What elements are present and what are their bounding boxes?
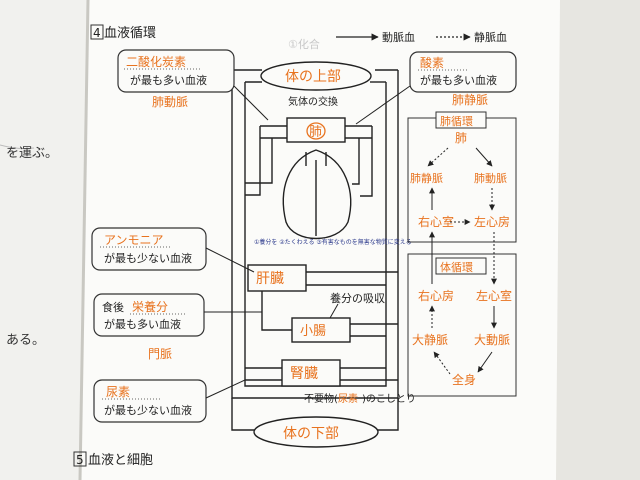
ammonia-pointer bbox=[205, 247, 255, 273]
flow-aorta: 大動脈 bbox=[474, 333, 510, 347]
note-waste-prefix: 不要物( bbox=[304, 392, 338, 405]
urea-answer: 尿素 bbox=[106, 385, 130, 399]
label-liver: 肝臓 bbox=[256, 271, 284, 287]
note-waste-word: 尿素 bbox=[338, 392, 358, 405]
flow-right-ventricle: 右心室 bbox=[418, 214, 454, 229]
note-liver-functions: ①養分を ②たくわえる ③有害なものを無害な物質に変える bbox=[254, 238, 412, 246]
flow-left-ventricle: 左心室 bbox=[476, 288, 512, 303]
co2-vessel: 肺動脈 bbox=[152, 95, 188, 109]
pulmonary-circuit-tag bbox=[435, 111, 487, 129]
co2-pointer bbox=[233, 85, 269, 121]
flow-pulmonary-circuit: 肺循環 bbox=[440, 115, 473, 128]
flow-systemic-circuit: 体循環 bbox=[440, 260, 473, 274]
label-lung: 肺 bbox=[309, 125, 322, 140]
legend-artery-label: 動脈血 bbox=[382, 30, 415, 44]
flow-whole-body: 全身 bbox=[452, 372, 476, 387]
o2-answer: 酸素 bbox=[420, 55, 444, 70]
o2-vessel: 肺静脈 bbox=[452, 93, 488, 107]
callout-ammonia: アンモニア が最も少ない血液 bbox=[91, 227, 207, 271]
o2-pointer bbox=[355, 85, 411, 125]
page-gutter bbox=[78, 0, 90, 480]
label-kidney: 腎臓 bbox=[290, 366, 318, 382]
left-page-fragment-2: ある。 bbox=[6, 333, 45, 348]
legend-vein-label: 静脈血 bbox=[474, 30, 507, 44]
flow-right-atrium: 右心房 bbox=[418, 288, 454, 303]
label-upper-body: 体の上部 bbox=[285, 69, 341, 85]
left-page-fragment-1: を運ぶ。 bbox=[6, 146, 58, 161]
section-5-number-box bbox=[73, 451, 87, 467]
faint-header: ①化合 bbox=[288, 37, 320, 51]
note-gas-exchange: 気体の交換 bbox=[288, 95, 338, 108]
o2-text: が最も多い血液 bbox=[420, 73, 497, 87]
flow-lung: 肺 bbox=[455, 131, 467, 145]
flow-pulmonary-vein: 肺静脈 bbox=[410, 171, 443, 185]
flow-arrows bbox=[427, 147, 497, 375]
nutrient-prefix: 食後 bbox=[102, 300, 124, 314]
ammonia-text: が最も少ない血液 bbox=[104, 251, 192, 265]
absorption-pointer bbox=[329, 303, 339, 319]
label-small-intestine: 小腸 bbox=[300, 324, 326, 339]
lung-circle bbox=[306, 122, 326, 140]
callout-nutrient: 食後 栄養分 が最も多い血液 bbox=[93, 293, 205, 337]
section-4-number-box bbox=[90, 24, 104, 40]
section-4-title: 血液循環 bbox=[104, 26, 156, 41]
flow-left-atrium: 左心房 bbox=[474, 214, 510, 229]
nutrient-answer: 栄養分 bbox=[132, 299, 168, 314]
left-page bbox=[0, 0, 88, 480]
circulation-diagram bbox=[231, 61, 399, 448]
ammonia-answer: アンモニア bbox=[104, 233, 164, 247]
flow-pulmonary-artery: 肺動脈 bbox=[474, 171, 507, 185]
urea-pointer bbox=[205, 379, 246, 399]
section-4-number: 4 bbox=[93, 26, 101, 40]
left-page-mark bbox=[0, 144, 35, 150]
flow-vena-cava: 大静脈 bbox=[412, 333, 448, 347]
systemic-circuit-box bbox=[407, 253, 517, 397]
co2-text: が最も多い血液 bbox=[130, 73, 207, 87]
note-absorption: 養分の吸収 bbox=[330, 291, 385, 305]
nutrient-vessel: 門脈 bbox=[148, 347, 172, 361]
section-5-number: 5 bbox=[76, 453, 84, 467]
section-5-title: 血液と細胞 bbox=[88, 453, 153, 468]
urea-text: が最も少ない血液 bbox=[104, 403, 192, 417]
label-lower-body: 体の下部 bbox=[283, 426, 339, 442]
nutrient-text: が最も多い血液 bbox=[104, 317, 181, 331]
note-waste-suffix: )のこしとり bbox=[362, 393, 416, 405]
systemic-circuit-tag bbox=[435, 257, 487, 275]
callout-co2: 二酸化炭素 が最も多い血液 bbox=[117, 49, 235, 93]
callout-urea: 尿素 が最も少ない血液 bbox=[93, 379, 207, 423]
co2-answer: 二酸化炭素 bbox=[126, 54, 186, 69]
callout-o2: 酸素 が最も多い血液 bbox=[409, 51, 517, 93]
